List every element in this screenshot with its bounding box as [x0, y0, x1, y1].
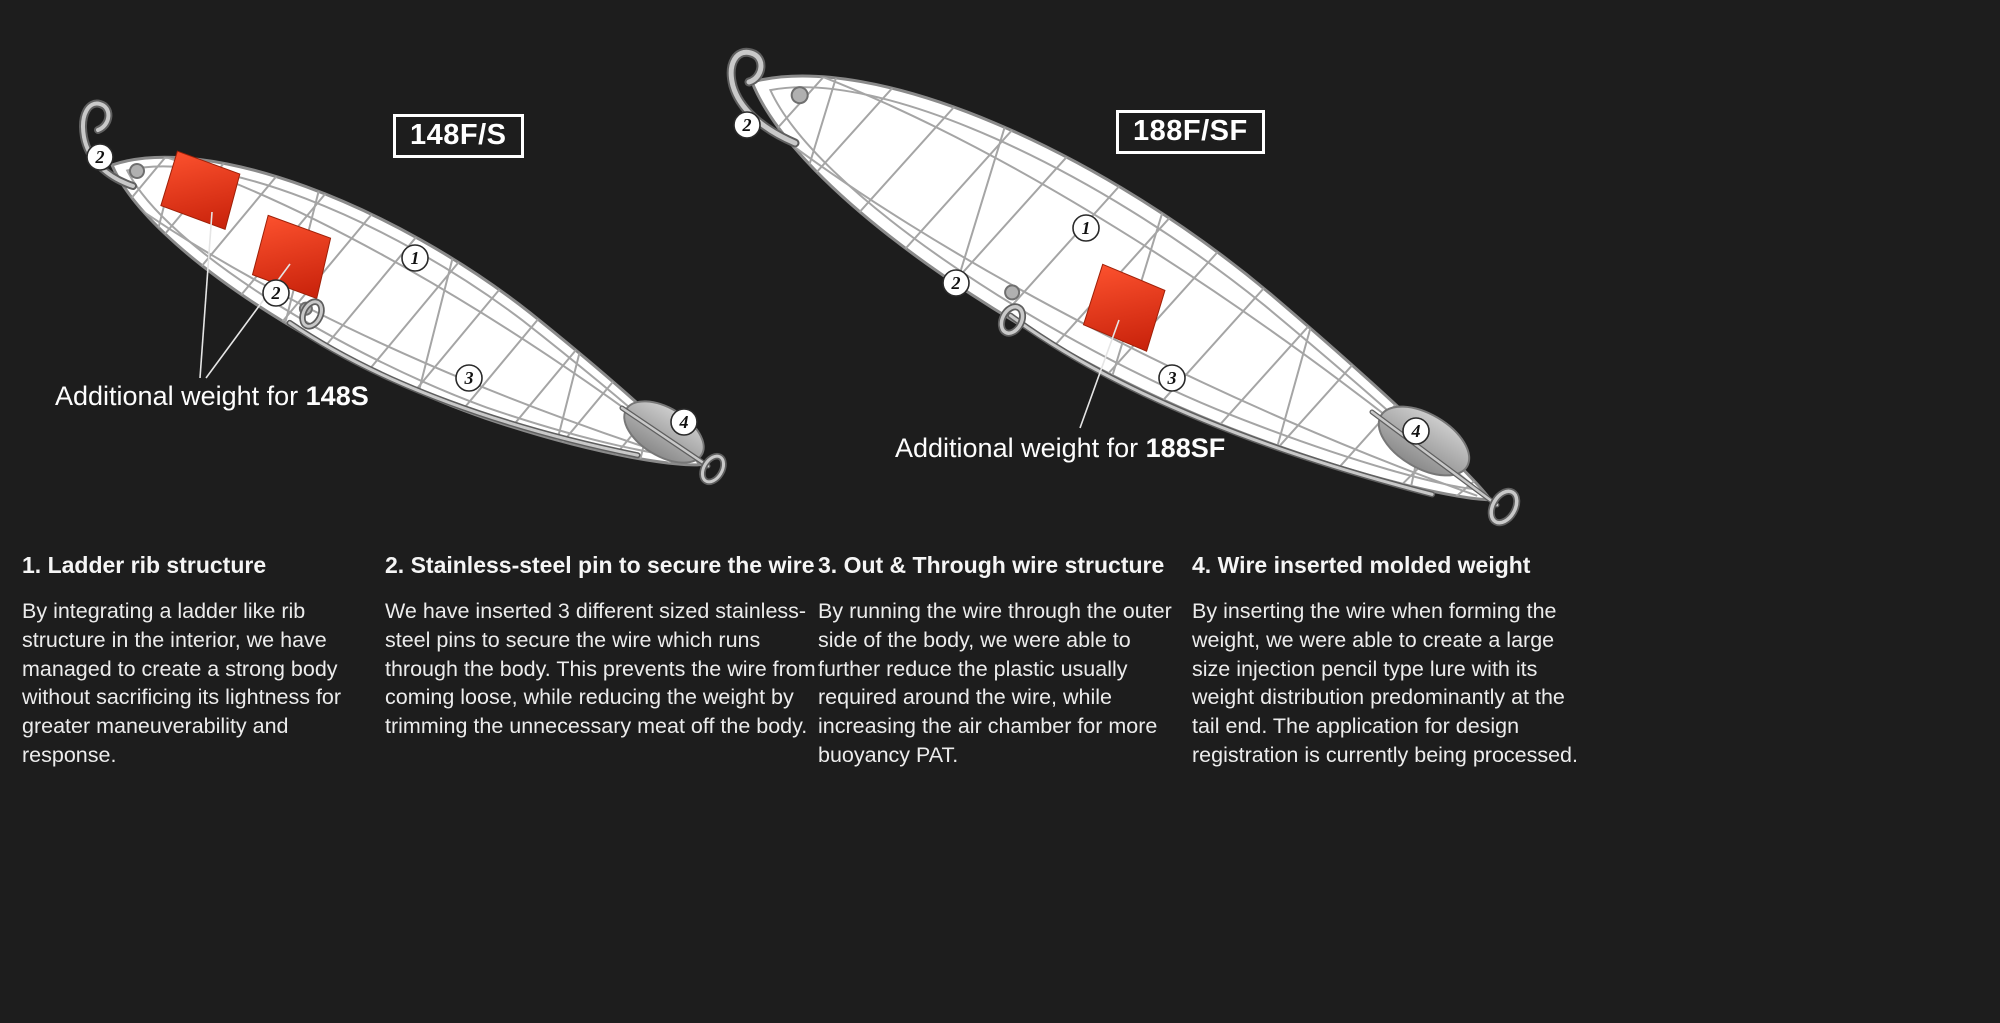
- svg-text:4: 4: [1411, 421, 1421, 441]
- through-wire: [288, 321, 640, 457]
- callout-marker-1: 1: [1072, 214, 1100, 242]
- weight-note-148s: Additional weight for 148S: [55, 381, 369, 412]
- feature-body: By integrating a ladder like rib structu…: [22, 599, 342, 767]
- svg-text:3: 3: [464, 368, 474, 388]
- through-wire: [1008, 314, 1434, 496]
- svg-text:3: 3: [1167, 368, 1177, 388]
- svg-text:4: 4: [679, 412, 689, 432]
- weight-note-188sf: Additional weight for 188SF: [895, 433, 1225, 464]
- svg-text:2: 2: [951, 273, 961, 293]
- callout-marker-2: 2: [262, 279, 290, 307]
- leader-line: [199, 211, 213, 379]
- stainless-pin: [1004, 284, 1021, 301]
- feature-stainless-pin: 2. Stainless-steel pin to secure the wir…: [385, 552, 817, 741]
- tail-wire-loop: [1489, 489, 1519, 525]
- leader-line: [1079, 319, 1120, 429]
- feature-title: 4. Wire inserted molded weight: [1192, 552, 1531, 578]
- additional-weight-patch-red: [251, 214, 332, 300]
- callout-marker-4: 4: [670, 408, 698, 436]
- svg-text:1: 1: [1082, 218, 1091, 238]
- feature-body: We have inserted 3 different sized stain…: [385, 599, 816, 739]
- feature-ladder-rib: 1. Ladder rib structure By integrating a…: [22, 552, 352, 770]
- model-badge-188fsf: 188F/SF: [1116, 110, 1265, 154]
- feature-title: 2. Stainless-steel pin to secure the wir…: [385, 552, 815, 578]
- stainless-pin: [790, 86, 809, 105]
- feature-title: 3. Out & Through wire structure: [818, 552, 1165, 578]
- feature-title: 1. Ladder rib structure: [22, 552, 267, 578]
- feature-molded-weight: 4. Wire inserted molded weight By insert…: [1192, 552, 1592, 770]
- feature-descriptions: 1. Ladder rib structure By integrating a…: [0, 552, 2000, 852]
- svg-text:2: 2: [95, 147, 105, 167]
- belly-hook-hanger: [999, 305, 1025, 335]
- svg-text:2: 2: [271, 283, 281, 303]
- weight-note-model: 148S: [305, 381, 369, 411]
- model-label: 148F/S: [410, 119, 507, 151]
- belly-hook-hanger: [300, 300, 324, 328]
- additional-weight-patch-red: [160, 150, 241, 231]
- lure-diagrams-svg: 2 1 2 3 4: [79, 28, 1521, 529]
- feature-body: By running the wire through the outer si…: [818, 599, 1172, 767]
- feature-body: By inserting the wire when forming the w…: [1192, 599, 1578, 767]
- callout-marker-2: 2: [942, 269, 970, 297]
- stainless-pin: [128, 163, 145, 180]
- svg-text:1: 1: [411, 248, 420, 268]
- callout-marker-2: 2: [86, 143, 114, 171]
- weight-note-text: Additional weight for: [895, 433, 1146, 463]
- weight-note-model: 188SF: [1145, 433, 1226, 463]
- callout-marker-4: 4: [1402, 417, 1430, 445]
- additional-weight-patch-red: [1082, 263, 1166, 352]
- tail-wire-loop: [700, 454, 726, 484]
- callout-marker-1: 1: [401, 244, 429, 272]
- svg-text:2: 2: [742, 115, 752, 135]
- weight-note-text: Additional weight for: [55, 381, 306, 411]
- callout-marker-3: 3: [1158, 364, 1186, 392]
- model-label: 188F/SF: [1133, 115, 1248, 147]
- lure-diagram-188: [730, 28, 1497, 529]
- callout-marker-3: 3: [455, 364, 483, 392]
- feature-out-through-wire: 3. Out & Through wire structure By runni…: [818, 552, 1186, 770]
- callout-marker-2: 2: [733, 111, 761, 139]
- model-badge-148fs: 148F/S: [393, 114, 524, 158]
- lure-diagram-148: [95, 118, 708, 509]
